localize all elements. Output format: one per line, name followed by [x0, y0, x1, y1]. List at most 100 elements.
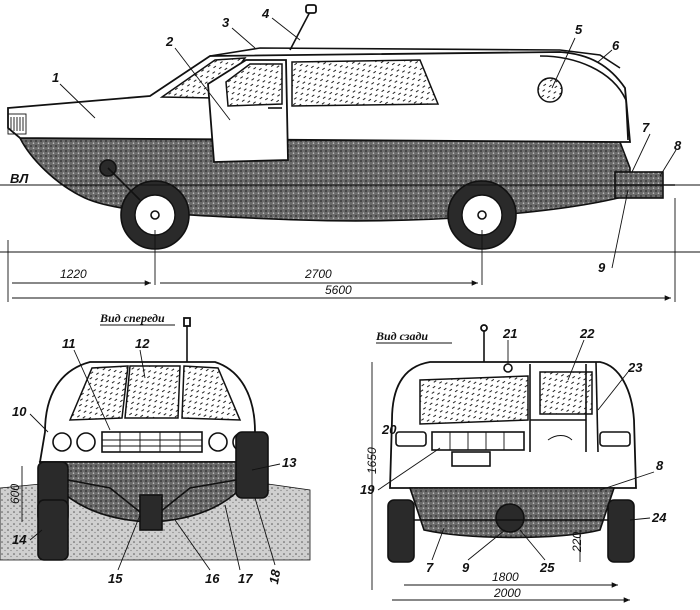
callout-13: 13	[282, 455, 297, 470]
side-antenna-tip	[305, 4, 317, 14]
rear-main-window	[419, 375, 529, 425]
front-drive-unit	[139, 494, 163, 531]
leader-7-rear	[431, 527, 445, 561]
callout-21: 21	[502, 326, 517, 341]
leader-22	[567, 339, 585, 381]
front-grille-bars	[102, 432, 202, 452]
dim-length: 5600	[325, 283, 352, 297]
side-rear-pillar	[539, 55, 629, 141]
side-front-arm	[107, 167, 141, 201]
side-windshield	[159, 57, 247, 99]
callout-7-rear: 7	[426, 560, 434, 575]
leader-17	[224, 504, 241, 571]
callout-23: 23	[627, 360, 643, 375]
callout-11: 11	[62, 336, 76, 351]
callout-8-rear: 8	[656, 458, 664, 473]
rear-dim-1650: 1650	[365, 447, 379, 474]
front-wheel-right	[235, 431, 269, 499]
callout-4: 4	[261, 6, 270, 21]
leader-13	[251, 463, 281, 471]
front-windshield-center	[124, 365, 181, 419]
leader-23	[597, 371, 629, 411]
front-headlight-3	[208, 432, 228, 452]
front-view-caption: Вид спереди	[99, 311, 165, 325]
waterline-label: ВЛ	[10, 171, 29, 186]
front-antenna-tip	[183, 317, 191, 327]
callout-22: 22	[579, 326, 595, 341]
side-hull	[18, 137, 631, 222]
leader-9	[611, 189, 629, 269]
rear-dim-1800: 1800	[492, 570, 519, 584]
leader-18	[254, 497, 276, 566]
rear-view-caption: Вид сзади	[375, 329, 428, 343]
rear-grille	[431, 431, 525, 451]
front-windshield-right	[181, 365, 242, 421]
leader-2	[174, 47, 231, 121]
rear-propeller-hub	[495, 503, 525, 533]
side-rear-window	[291, 59, 440, 107]
side-headlight-grille	[10, 117, 24, 131]
leader-11	[73, 349, 111, 431]
leader-24	[629, 517, 651, 521]
callout-25: 25	[539, 560, 555, 575]
leader-9-rear	[467, 529, 506, 561]
callout-20: 20	[381, 422, 397, 437]
leader-8	[659, 149, 677, 177]
side-antenna	[289, 7, 313, 51]
front-headlight-2	[76, 432, 96, 452]
leader-8-rear	[599, 471, 655, 491]
callout-8: 8	[674, 138, 682, 153]
rear-plate	[451, 451, 491, 467]
leader-25	[519, 529, 546, 561]
rear-handle	[547, 435, 573, 441]
rear-antenna-tip	[480, 324, 488, 332]
callout-24: 24	[651, 510, 667, 525]
front-dim-600: 600	[8, 484, 22, 504]
callout-2: 2	[165, 34, 174, 49]
callout-6: 6	[612, 38, 620, 53]
leader-4	[271, 17, 301, 41]
callout-19: 19	[360, 482, 375, 497]
callout-18: 18	[266, 568, 283, 586]
rear-dim-220: 220	[570, 532, 584, 553]
side-roofline	[209, 47, 621, 69]
callout-7: 7	[642, 120, 650, 135]
side-front-hub	[150, 210, 160, 220]
leader-1	[59, 83, 96, 119]
rear-handrail	[595, 361, 599, 453]
leader-6	[597, 49, 613, 63]
side-rear-rim	[461, 194, 503, 236]
rear-taillight-right	[599, 431, 631, 447]
callout-9: 9	[598, 260, 606, 275]
leader-3	[231, 27, 256, 49]
callout-16: 16	[205, 571, 220, 586]
callout-9-rear: 9	[462, 560, 470, 575]
side-door-window	[225, 63, 283, 107]
leader-15	[117, 514, 141, 571]
rear-view: Вид сзади 1650 220 1800	[360, 324, 667, 603]
callout-10: 10	[12, 404, 27, 419]
front-view: Вид спереди 600 10 11	[0, 311, 311, 586]
rear-ladder	[529, 364, 587, 452]
leader-10	[29, 413, 49, 433]
rear-wheel-left	[387, 499, 415, 563]
rear-dim-2000: 2000	[493, 586, 521, 600]
front-wheel-left-lower	[37, 499, 69, 561]
leader-12	[139, 349, 146, 379]
side-view: ВЛ 1220 2700 5600 1 2 3 4 5 6 7 8 9	[0, 4, 700, 302]
front-headlight-1	[52, 432, 72, 452]
leader-16	[174, 519, 211, 571]
callout-17: 17	[238, 571, 253, 586]
leader-14	[29, 529, 43, 541]
front-grille	[101, 431, 203, 453]
callout-1: 1	[52, 70, 59, 85]
dim-front-overhang: 1220	[60, 267, 87, 281]
rear-wheel-right	[607, 499, 635, 563]
side-front-rim	[134, 194, 176, 236]
leader-19	[377, 447, 441, 491]
callout-12: 12	[135, 336, 150, 351]
side-porthole-window	[537, 77, 563, 103]
callout-14: 14	[12, 532, 27, 547]
rear-taillight-left	[395, 431, 427, 447]
